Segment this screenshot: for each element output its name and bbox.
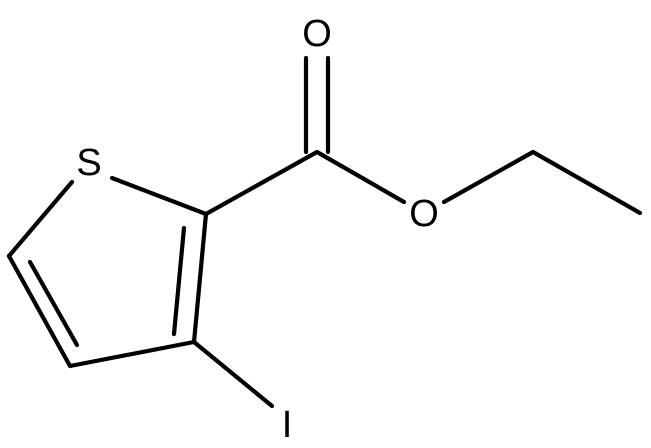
bond-c2-c3 — [191, 211, 209, 345]
bond-s-c2 — [109, 175, 209, 217]
bond-c4-c5 — [6, 253, 73, 369]
bond-c3-c4 — [67, 339, 197, 369]
atom-sulfur: S — [76, 142, 101, 184]
bond-c3-i — [191, 339, 275, 409]
bond-c2-carbonyl — [203, 149, 320, 217]
bond-c2-c3-double — [171, 225, 187, 337]
atom-oxygen-carbonyl: O — [302, 13, 332, 55]
bond-ester-o-ch2 — [441, 149, 536, 205]
atom-iodine: I — [282, 404, 293, 446]
bond-carbonyl-ester-o — [314, 149, 407, 205]
bond-c4-c5-double — [27, 259, 80, 348]
bond-ch2-ch3 — [530, 149, 643, 216]
bond-c5-s — [6, 179, 75, 259]
atom-oxygen-ester: O — [409, 193, 439, 235]
